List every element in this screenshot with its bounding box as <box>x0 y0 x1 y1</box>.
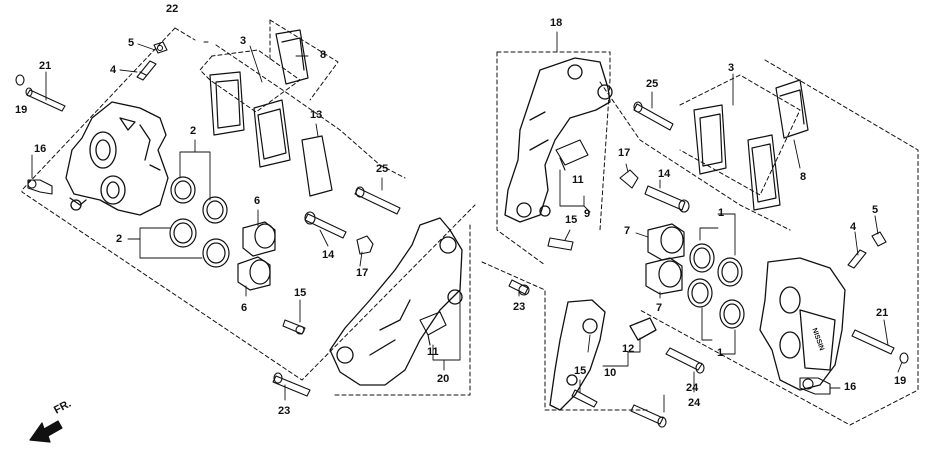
pad-clip-right <box>555 139 589 171</box>
bolts-right <box>508 101 690 296</box>
callout-15: 15 <box>565 214 578 226</box>
caliper-body-right <box>759 257 846 391</box>
callout-17: 17 <box>356 267 369 279</box>
pin-bolt-left <box>15 74 66 195</box>
right-pad-frame <box>679 74 801 196</box>
piston-seals-right <box>645 223 745 329</box>
pad-clip-left <box>419 311 447 346</box>
callout-22: 22 <box>166 3 179 15</box>
callout-16: 16 <box>844 381 857 393</box>
left-pad-frame <box>199 19 339 113</box>
callout-11: 11 <box>572 174 584 186</box>
callout-5: 5 <box>128 37 135 49</box>
callout-19: 19 <box>15 104 28 116</box>
callout-15: 15 <box>294 287 307 299</box>
callout-6: 6 <box>241 302 248 314</box>
callout-16: 16 <box>34 143 47 155</box>
callout-6: 6 <box>254 195 261 207</box>
callout-9: 9 <box>584 208 591 220</box>
left-bracket-frame <box>334 224 471 396</box>
brake-pads-right <box>693 79 809 211</box>
callout-14: 14 <box>322 249 335 261</box>
callout-24: 24 <box>686 382 699 394</box>
callout-25: 25 <box>646 78 659 90</box>
pin-bolt-right <box>799 329 909 395</box>
piston-seals-left <box>169 176 276 291</box>
callout-21: 21 <box>876 307 889 319</box>
callout-3: 3 <box>240 35 247 47</box>
callout-23: 23 <box>513 301 526 313</box>
bleeder-left <box>136 41 168 81</box>
callout-10: 10 <box>604 367 617 379</box>
callout-23: 23 <box>278 405 291 417</box>
callout-15: 15 <box>574 365 587 377</box>
callout-7: 7 <box>656 302 663 314</box>
caliper-bracket-left <box>329 217 463 386</box>
callout-1: 1 <box>718 207 725 219</box>
callout-3: 3 <box>728 62 735 74</box>
left-assembly-frame <box>21 27 476 381</box>
callout-17: 17 <box>618 147 631 159</box>
callout-25: 25 <box>376 163 389 175</box>
bleeder-right <box>847 231 887 269</box>
callout-24: 24 <box>688 397 701 409</box>
callout-4: 4 <box>110 64 117 76</box>
leader-lines <box>31 31 903 413</box>
bracket-lower-right <box>549 299 657 411</box>
callout-1: 1 <box>717 347 724 359</box>
callout-5: 5 <box>872 204 879 216</box>
callout-18: 18 <box>550 17 563 29</box>
callout-2: 2 <box>190 125 197 137</box>
callout-14: 14 <box>658 168 671 180</box>
callout-8: 8 <box>320 49 327 61</box>
right-bracket-frame <box>496 51 611 266</box>
bolts-left <box>272 186 401 397</box>
front-arrow-icon <box>29 420 63 443</box>
callout-2: 2 <box>116 233 123 245</box>
callout-8: 8 <box>800 171 807 183</box>
callout-13: 13 <box>310 109 323 121</box>
bolts-lower-right <box>571 347 705 428</box>
brake-pads-left <box>209 29 333 197</box>
callout-11: 11 <box>427 346 439 358</box>
callout-12: 12 <box>622 343 635 355</box>
callout-19: 19 <box>894 375 907 387</box>
callout-20: 20 <box>437 373 450 385</box>
callout-4: 4 <box>850 221 857 233</box>
right-assembly-frame <box>481 59 919 426</box>
caliper-bracket-right <box>504 57 613 223</box>
caliper-body-left <box>65 101 169 216</box>
callout-21: 21 <box>39 60 52 72</box>
callout-7: 7 <box>624 225 631 237</box>
